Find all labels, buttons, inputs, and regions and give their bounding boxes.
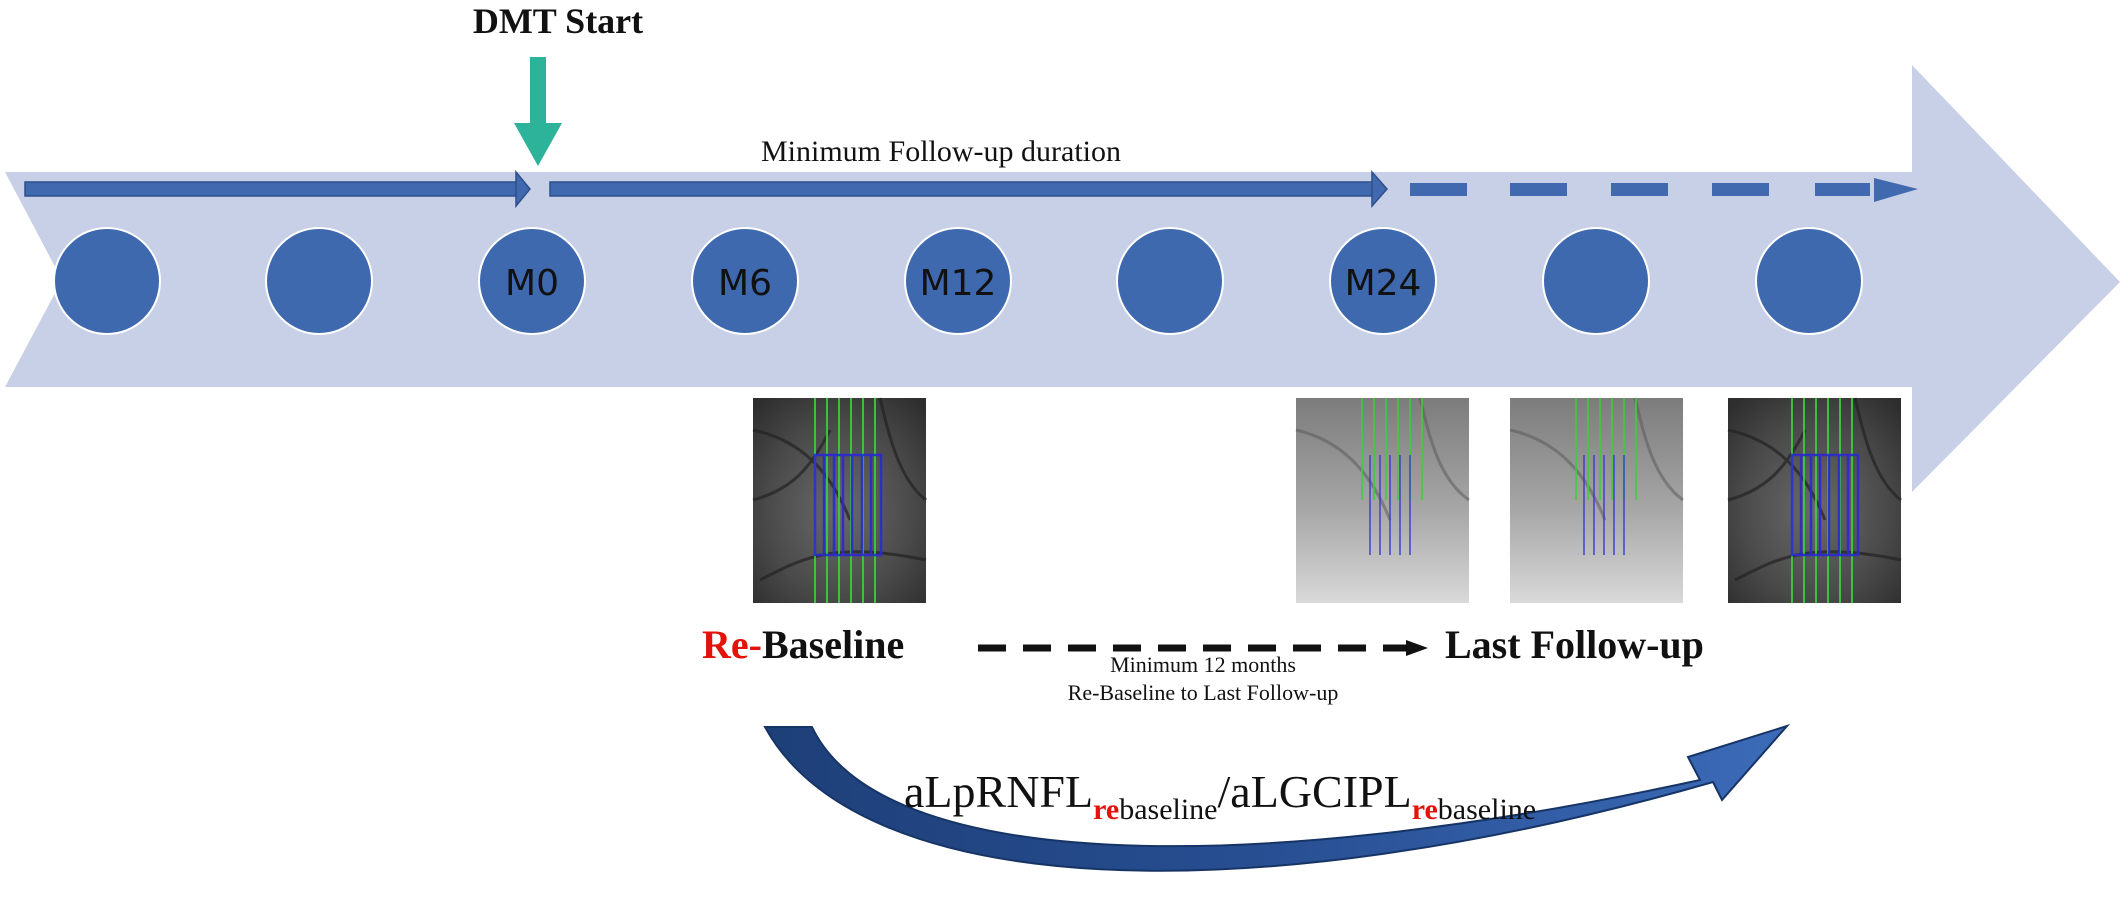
formula: aLpRNFLrebaseline/aLGCIPLrebaseline — [904, 766, 1536, 826]
extended-followup-dashed-arrow — [1410, 178, 1918, 202]
formula-sub1-re: re — [1093, 793, 1119, 826]
rebaseline-rest: Baseline — [762, 622, 904, 667]
oct-image-followup-2 — [1509, 397, 1684, 603]
timepoint-label: M12 — [920, 263, 997, 304]
timepoint-9 — [1755, 227, 1863, 335]
formula-sub2-re: re — [1412, 793, 1438, 826]
timepoint-2 — [265, 227, 373, 335]
dmt-start-label: DMT Start — [473, 1, 643, 41]
min-months-line2: Re-Baseline to Last Follow-up — [1068, 680, 1339, 705]
oct-image-followup-1 — [1295, 397, 1470, 603]
timepoint-label: M6 — [718, 263, 772, 304]
formula-sub2-rest: baseline — [1438, 793, 1536, 826]
big-timeline-arrow — [5, 65, 2120, 492]
formula-part1: aLpRNFL — [904, 766, 1093, 817]
timepoint-m6: M6 — [691, 227, 799, 335]
timepoint-label: M0 — [505, 263, 559, 304]
oct-image-last-followup — [1727, 397, 1902, 603]
rebaseline-label: Re-Baseline — [702, 622, 904, 667]
timepoint-8 — [1542, 227, 1650, 335]
min-months-line1: Minimum 12 months — [1110, 652, 1296, 677]
timepoint-label: M24 — [1345, 263, 1422, 304]
formula-part2: /aLGCIPL — [1218, 766, 1412, 817]
timepoint-m24: M24 — [1329, 227, 1437, 335]
min-followup-arrow — [549, 170, 1389, 208]
min-followup-label: Minimum Follow-up duration — [761, 135, 1121, 168]
oct-image-rebaseline — [752, 397, 927, 603]
timepoint-m12: M12 — [904, 227, 1012, 335]
dmt-start-arrow — [514, 57, 562, 166]
formula-sub1-rest: baseline — [1119, 793, 1217, 826]
timepoint-1 — [53, 227, 161, 335]
last-followup-label: Last Follow-up — [1445, 622, 1704, 667]
curved-arrow — [763, 723, 1791, 872]
timepoint-m0: M0 — [478, 227, 586, 335]
pre-dmt-arrow — [24, 169, 531, 209]
timepoint-6 — [1116, 227, 1224, 335]
rebaseline-to-last-arrow — [978, 640, 1428, 656]
rebaseline-prefix: Re- — [702, 622, 762, 667]
